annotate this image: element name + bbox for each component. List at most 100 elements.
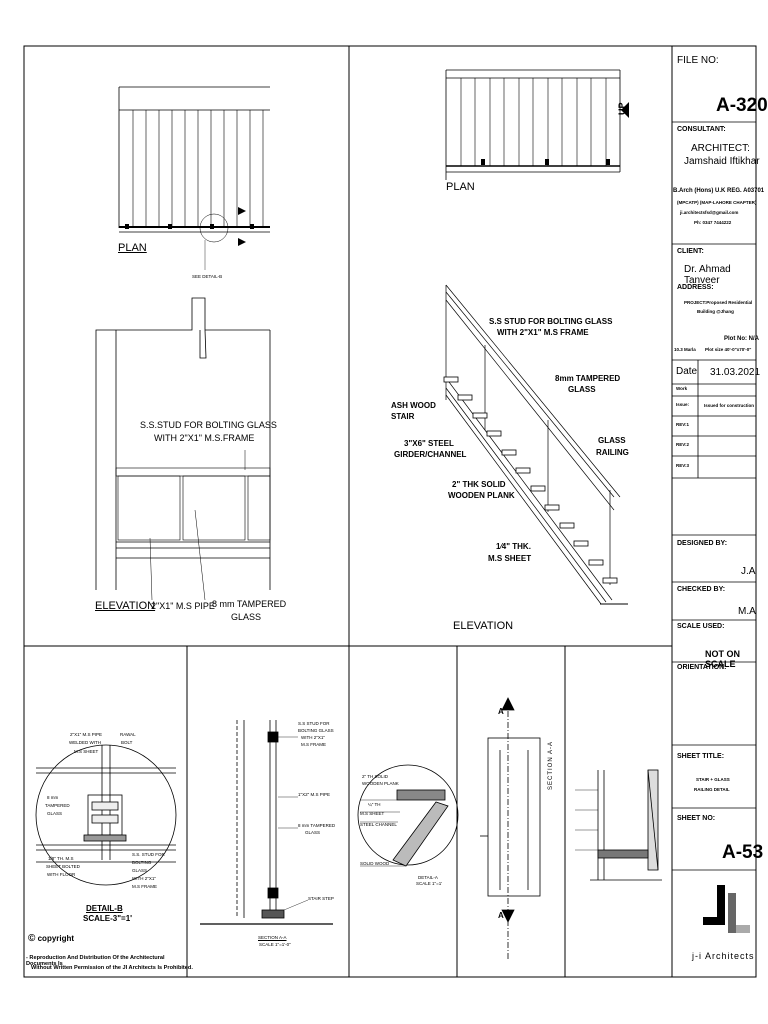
notice-line-1: - Reproduction And Distribution Of the A… — [26, 955, 165, 968]
copyright-label: copyright — [37, 934, 75, 943]
detail-stud-3: GLASS — [132, 868, 148, 873]
right-stud-label-1: S.S STUD FOR BOLTING GLASS — [489, 317, 613, 326]
side-detail-drawing — [575, 769, 662, 881]
left-pipe-label: 2"X1" M.S PIPE — [151, 601, 215, 611]
d-ms-sheet: M.S SHEET — [360, 811, 385, 816]
d-plank-1: 2" TH SOLID — [362, 774, 389, 779]
detail-pipe-2: WELDED WITH — [69, 740, 101, 745]
d-detail-title: DETAIL-A — [418, 875, 438, 880]
sec-stud-1: S.S STUD FOR — [298, 721, 330, 726]
detail-stud-2: BOLTING — [132, 860, 152, 865]
sec-stud-4: M.S FRAME — [301, 742, 327, 747]
plot-size: Plot size 40'-0"x70'-0" — [705, 347, 752, 352]
tampered-label-2: GLASS — [568, 385, 596, 394]
sec-stud-3: WITH 2"X1" — [301, 735, 325, 740]
sec-glass-2: GLASS — [305, 830, 321, 835]
file-no-value: A-320 — [716, 95, 768, 116]
rev-1: REV:1 — [676, 422, 690, 427]
architect-chapter: (MPCATP) (MAP-LAHORE CHAPTER) — [677, 200, 757, 205]
d-solid-wood: SOLID WOOD — [360, 861, 390, 866]
architect-label: ARCHITECT: — [691, 143, 750, 154]
architect-phone: Ph: 0347 7444222 — [694, 220, 732, 225]
detail-pipe-1: 2"X1" M.S PIPE — [70, 732, 102, 737]
copyright-icon: © — [28, 933, 36, 944]
section-aa-drawing — [200, 720, 333, 925]
d-steel-channel: STEEL CHANNEL — [360, 822, 397, 827]
checked-by-label: CHECKED BY: — [677, 586, 726, 593]
left-plan-label: PLAN — [118, 242, 147, 254]
section-marker-a-bottom: A — [498, 911, 504, 920]
detail-sheet-bolted-3: WITH FLOOR — [47, 872, 76, 877]
scale-used-value: NOT ON SCALE — [705, 649, 740, 669]
girder-label-1: 3"X6" STEEL — [404, 439, 454, 448]
right-elevation-label: ELEVATION — [453, 620, 514, 632]
detail-a-drawing — [357, 764, 459, 867]
right-plan-bolts — [481, 102, 629, 165]
detail-tamp-2: TAMPERED — [45, 803, 70, 808]
tampered-label-1: 8mm TAMPERED — [555, 374, 621, 383]
detail-pipe-3: M.S SHEET — [74, 749, 99, 754]
left-stud-label-2: WITH 2"X1" M.S.FRAME — [154, 433, 255, 443]
address-label: ADDRESS: — [677, 284, 714, 291]
glass-railing-label-1: GLASS — [598, 436, 626, 445]
consultant-label: CONSULTANT: — [677, 126, 726, 133]
sec-stair-step: STAIR STEP — [308, 896, 334, 901]
right-plan-drawing — [445, 69, 621, 180]
detail-b-title: DETAIL-B — [86, 904, 123, 913]
date-label: Date — [676, 366, 698, 377]
up-label: UP — [617, 102, 627, 115]
plank-label-2: WOODEN PLANK — [448, 491, 515, 500]
file-no-label: FILE NO: — [677, 55, 719, 66]
rev-2: REV:2 — [676, 442, 690, 447]
girder-label-2: GIRDER/CHANNEL — [394, 450, 467, 459]
d-detail-scale: SCALE 1"=1' — [416, 881, 443, 886]
detail-stud-1: S.S. STUD FOR — [132, 852, 165, 857]
sheet-no-label: SHEET NO: — [677, 815, 716, 822]
right-plan-label: PLAN — [446, 181, 475, 193]
detail-rawal-1: RAWAL — [120, 732, 136, 737]
glass-railing-label-2: RAILING — [596, 448, 629, 457]
detail-tamp-1: 8 mm — [47, 795, 59, 800]
orientation-label: ORIENTATION: — [677, 664, 727, 671]
left-elevation-drawing — [95, 297, 271, 601]
project-line-1: PROJECT:Proposed Residential — [684, 300, 753, 305]
left-plan-drawing — [118, 86, 270, 270]
section-vertical-drawing — [480, 697, 541, 960]
copyright-notice: © copyright — [28, 933, 74, 944]
sec-pipe: 1"X2" M.S PIPE — [298, 792, 330, 797]
date-value: 31.03.2021 — [710, 367, 761, 378]
left-plan-bolts — [125, 207, 254, 246]
detail-tamp-3: GLASS — [47, 811, 63, 816]
work-label: Work — [676, 386, 688, 391]
notice-line-2: Without Written Permission of the JI Arc… — [31, 965, 193, 971]
designed-by-label: DESIGNED BY: — [677, 540, 728, 547]
client-name: Dr. Ahmad Tanveer — [684, 264, 731, 286]
architect-credentials: B.Arch (Hons) U.K REG. A03701 — [673, 188, 765, 194]
stair-treads — [443, 376, 618, 584]
detail-stud-5: M.S FRAME — [132, 884, 158, 889]
detail-b-drawing — [35, 744, 177, 886]
detail-stud-4: WITH 2"X1" — [132, 876, 156, 881]
section-aa-title: SECTION A-A — [258, 935, 287, 940]
plot-no: Plot No: N/A — [724, 336, 759, 342]
plot-marla: 10.3 Marla — [674, 347, 696, 352]
ashwood-label-1: ASH WOOD — [391, 401, 436, 410]
logo-text: j-i Architects — [692, 951, 755, 961]
d-plate: ¼" TH — [368, 802, 381, 807]
sec-glass-1: 8 mm TAMPERED — [298, 823, 336, 828]
see-detail-label: SEE DETAIL-B — [192, 274, 223, 279]
ashwood-label-2: STAIR — [391, 412, 415, 421]
sheet-title-line-1: STAIR + GLASS — [696, 777, 730, 782]
project-line-2: Building @Jhang — [697, 309, 734, 314]
left-glass-label-2: GLASS — [231, 612, 262, 622]
right-stud-label-2: WITH 2"X1" M.S FRAME — [497, 328, 589, 337]
detail-rawal-2: BOLT — [121, 740, 133, 745]
sheet-frame — [23, 45, 757, 978]
issue-label: Issue: — [676, 402, 690, 407]
plank-label-1: 2" THK SOLID — [452, 480, 506, 489]
client-label: CLIENT: — [677, 248, 704, 255]
scale-used-label: SCALE USED: — [677, 623, 725, 630]
sheet-label-1: 1⁄4" THK. — [496, 542, 531, 551]
left-stud-label-1: S.S.STUD FOR BOLTING GLASS — [140, 420, 277, 430]
